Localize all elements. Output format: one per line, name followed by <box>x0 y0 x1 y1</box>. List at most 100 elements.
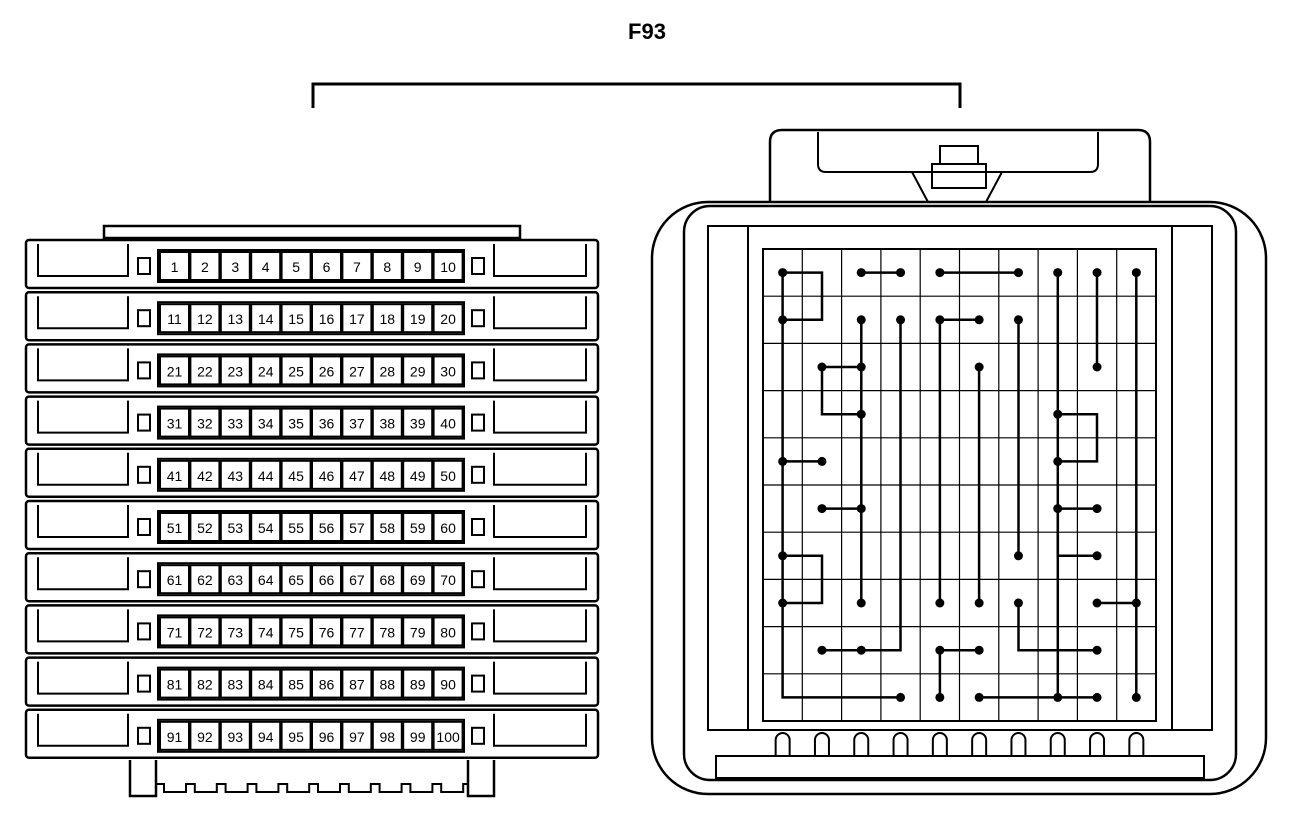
pin-number: 16 <box>319 311 335 327</box>
pin-number: 62 <box>197 572 213 588</box>
row-lock-right <box>471 674 485 693</box>
row-lock-right <box>471 413 485 432</box>
pin-number: 45 <box>288 468 304 484</box>
pin-cell <box>311 303 342 334</box>
pin-number: 27 <box>349 363 365 379</box>
pin-number: 40 <box>440 416 456 432</box>
pin-number: 72 <box>197 624 213 640</box>
pin-number: 61 <box>167 572 183 588</box>
connector-row-frame <box>24 499 600 551</box>
bottom-slot <box>971 732 988 756</box>
pin-number: 92 <box>197 729 213 745</box>
pin-number: 83 <box>228 677 244 693</box>
pin-dot <box>974 645 984 655</box>
pin-number: 29 <box>410 363 426 379</box>
pin-number: 96 <box>319 729 335 745</box>
pin-cell <box>250 303 282 334</box>
left-latch <box>37 609 129 643</box>
bottom-slot <box>931 732 948 756</box>
pin-cell <box>402 668 434 699</box>
pin-number: 37 <box>349 416 365 432</box>
foot-comb <box>156 783 468 793</box>
left-latch <box>37 296 129 330</box>
right-latch <box>493 244 587 277</box>
row-lock-right <box>471 257 485 275</box>
pin-cell <box>280 512 312 542</box>
pin-strip <box>157 614 465 649</box>
bottom-slot <box>853 732 870 756</box>
pin-cell <box>219 407 251 438</box>
pin-cell <box>159 251 190 281</box>
pin-cell <box>341 407 373 438</box>
pin-cell <box>219 459 251 490</box>
row-lock-left <box>137 674 151 693</box>
pin-number: 18 <box>380 311 396 327</box>
bottom-slot <box>892 732 909 756</box>
pin-number: 81 <box>167 677 183 693</box>
row-lock-right <box>471 726 485 745</box>
pin-cell <box>189 355 221 386</box>
pin-cell <box>280 616 312 647</box>
pin-dot <box>896 268 906 278</box>
pin-cell <box>311 251 342 281</box>
pin-number: 1 <box>171 259 179 275</box>
pin-dot <box>974 598 984 608</box>
pin-dot <box>817 456 827 466</box>
connector-rear-view <box>650 128 1268 796</box>
pin-dot <box>1053 268 1063 278</box>
pin-cell <box>219 720 251 751</box>
pin-dot <box>1053 409 1063 419</box>
pin-cell <box>371 564 403 595</box>
pin-cell <box>189 459 221 490</box>
pin-dot <box>778 551 788 561</box>
pin-strip <box>157 301 465 336</box>
pin-cell <box>250 720 282 751</box>
pin-number: 11 <box>167 311 182 327</box>
pin-cell <box>341 459 373 490</box>
pin-number: 90 <box>440 677 456 693</box>
pin-cell <box>159 616 190 647</box>
pin-number: 57 <box>349 520 365 536</box>
pin-dot <box>896 692 906 702</box>
pin-cell <box>219 564 251 595</box>
connector-row-frame <box>24 343 600 394</box>
pin-cell <box>341 303 373 334</box>
pin-cell <box>402 303 434 334</box>
pin-number: 51 <box>167 520 183 536</box>
pin-number: 19 <box>410 311 426 327</box>
pin-dot <box>856 409 866 419</box>
pin-dot <box>856 504 866 514</box>
pin-dot <box>817 645 827 655</box>
tab-recess <box>817 132 1099 173</box>
left-latch <box>37 452 129 486</box>
pin-number: 50 <box>440 468 456 484</box>
housing-base <box>715 755 1205 779</box>
pin-cell <box>219 668 251 699</box>
pin-link <box>781 272 901 699</box>
pin-cell <box>341 355 373 386</box>
pin-dot <box>1013 598 1023 608</box>
pin-number: 32 <box>197 416 213 432</box>
pin-strip <box>157 405 465 440</box>
pin-number: 85 <box>288 677 304 693</box>
pin-dot <box>1092 504 1102 514</box>
pin-number: 52 <box>197 520 213 536</box>
bottom-slot <box>1010 732 1027 756</box>
connector-row-frame <box>24 238 600 290</box>
housing-tab <box>768 128 1152 202</box>
left-latch <box>37 400 129 434</box>
pin-dot <box>1092 598 1102 608</box>
pin-number: 34 <box>258 416 274 432</box>
pin-cell <box>250 564 282 595</box>
foot-left <box>128 760 158 798</box>
pin-number: 56 <box>319 520 335 536</box>
pin-dot <box>778 456 788 466</box>
pin-number: 68 <box>380 572 396 588</box>
pin-number: 89 <box>410 677 426 693</box>
pin-number: 22 <box>197 363 213 379</box>
pin-number: 95 <box>288 729 304 745</box>
pin-strip <box>157 249 465 283</box>
pin-strip <box>157 666 465 701</box>
row-lock-right <box>471 465 485 484</box>
